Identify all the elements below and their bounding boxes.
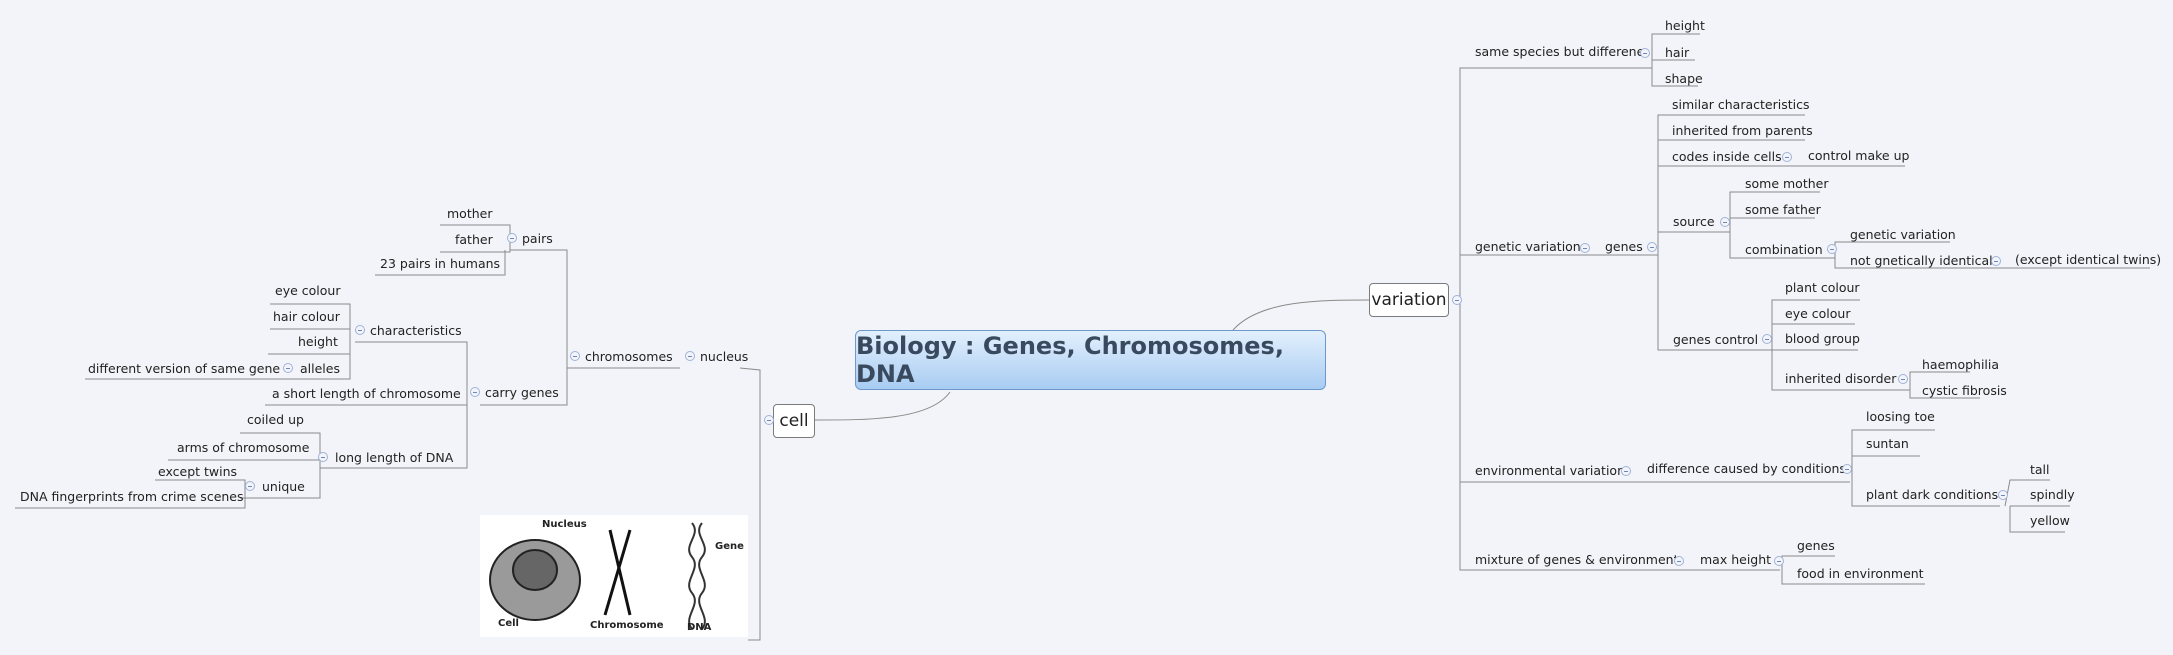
node-genes[interactable]: genes [1605, 239, 1643, 254]
node-alleles[interactable]: alleles [300, 361, 340, 376]
collapse-carry-genes-icon[interactable] [470, 387, 480, 397]
node-mixture[interactable]: mixture of genes & environment [1475, 552, 1679, 567]
node-height[interactable]: height [298, 334, 338, 349]
node-unique[interactable]: unique [262, 479, 305, 494]
illus-label-dna: DNA [687, 622, 712, 633]
node-yellow[interactable]: yellow [2030, 513, 2070, 528]
collapse-long-length-icon[interactable] [318, 452, 328, 462]
collapse-inherited-disorder-icon[interactable] [1898, 374, 1908, 384]
node-nucleus[interactable]: nucleus [700, 349, 749, 364]
illus-label-cell: Cell [498, 618, 519, 629]
node-hair[interactable]: hair [1665, 45, 1690, 60]
node-except-twins[interactable]: except twins [158, 464, 238, 479]
collapse-pairs-icon[interactable] [507, 233, 517, 243]
collapse-not-identical-icon[interactable] [1991, 256, 2001, 266]
node-genes-control[interactable]: genes control [1673, 332, 1759, 347]
node-plant-dark[interactable]: plant dark conditions [1866, 487, 1999, 502]
branch-cell[interactable]: cell [773, 404, 815, 438]
node-long-length[interactable]: long length of DNA [335, 450, 454, 465]
node-father[interactable]: father [455, 232, 493, 247]
node-genetic-variation-2[interactable]: genetic variation [1850, 227, 1956, 242]
collapse-combination-icon[interactable] [1827, 244, 1837, 254]
node-short-length[interactable]: a short length of chromosome [272, 386, 461, 401]
collapse-unique-icon[interactable] [245, 481, 255, 491]
cell-chromosome-dna-illustration: Nucleus Gene Cell Chromosome DNA [480, 515, 748, 637]
node-control-make-up[interactable]: control make up [1808, 148, 1910, 163]
node-spindly[interactable]: spindly [2030, 487, 2075, 502]
node-eye-colour[interactable]: eye colour [275, 283, 341, 298]
node-cystic[interactable]: cystic fibrosis [1922, 383, 2007, 398]
branch-variation[interactable]: variation [1369, 283, 1449, 317]
node-difference[interactable]: difference caused by conditions [1647, 461, 1846, 476]
node-carry-genes[interactable]: carry genes [485, 385, 559, 400]
collapse-genes-icon[interactable] [1647, 242, 1657, 252]
node-shape[interactable]: shape [1665, 71, 1703, 86]
collapse-genetic-variation-icon[interactable] [1580, 243, 1590, 253]
node-inherited-disorder[interactable]: inherited disorder [1785, 371, 1897, 386]
node-environmental[interactable]: environmental variation [1475, 463, 1625, 478]
collapse-max-height-icon[interactable] [1774, 556, 1784, 566]
central-topic[interactable]: Biology : Genes, Chromosomes, DNA [855, 330, 1326, 390]
node-hair-colour[interactable]: hair colour [273, 309, 340, 324]
connector-cell [814, 391, 951, 421]
node-max-height[interactable]: max height [1700, 552, 1772, 567]
collapse-alleles-icon[interactable] [283, 363, 293, 373]
node-codes[interactable]: codes inside cells [1672, 149, 1782, 164]
collapse-difference-icon[interactable] [1842, 464, 1852, 474]
node-not-identical[interactable]: not gnetically identical [1850, 253, 1993, 268]
node-height[interactable]: height [1665, 18, 1705, 33]
node-eye-colour-2[interactable]: eye colour [1785, 306, 1851, 321]
collapse-genes-control-icon[interactable] [1762, 334, 1772, 344]
node-some-mother[interactable]: some mother [1745, 176, 1829, 191]
node-characteristics[interactable]: characteristics [370, 323, 462, 338]
node-23-pairs[interactable]: 23 pairs in humans [380, 256, 501, 271]
node-blood-group[interactable]: blood group [1785, 331, 1860, 346]
collapse-variation-icon[interactable] [1452, 295, 1462, 305]
collapse-codes-icon[interactable] [1782, 152, 1792, 162]
node-some-father[interactable]: some father [1745, 202, 1821, 217]
node-plant-colour[interactable]: plant colour [1785, 280, 1860, 295]
collapse-plant-dark-icon[interactable] [1998, 490, 2008, 500]
node-similar[interactable]: similar characteristics [1672, 97, 1810, 112]
collapse-characteristics-icon[interactable] [355, 325, 365, 335]
node-haemophilia[interactable]: haemophilia [1922, 357, 2000, 372]
node-same-species[interactable]: same species but differene [1475, 44, 1645, 59]
collapse-source-icon[interactable] [1720, 217, 1730, 227]
node-different-version[interactable]: different version of same gene [88, 361, 281, 376]
node-mother[interactable]: mother [447, 206, 493, 221]
node-loosing-toe[interactable]: loosing toe [1866, 409, 1935, 424]
collapse-cell-icon[interactable] [764, 415, 774, 425]
collapse-mixture-icon[interactable] [1674, 556, 1684, 566]
node-combination[interactable]: combination [1745, 242, 1823, 257]
node-genetic-variation[interactable]: genetic variation [1475, 239, 1581, 254]
collapse-environmental-icon[interactable] [1621, 466, 1631, 476]
illus-label-nucleus: Nucleus [542, 519, 587, 530]
node-tall[interactable]: tall [2030, 462, 2050, 477]
collapse-nucleus-icon[interactable] [685, 351, 695, 361]
collapse-chromosomes-icon[interactable] [570, 351, 580, 361]
node-food[interactable]: food in environment [1797, 566, 1924, 581]
node-pairs[interactable]: pairs [522, 231, 553, 246]
node-inherited[interactable]: inherited from parents [1672, 123, 1813, 138]
node-suntan[interactable]: suntan [1866, 436, 1909, 451]
illus-label-gene: Gene [715, 541, 744, 552]
node-genes-2[interactable]: genes [1797, 538, 1835, 553]
node-fingerprints[interactable]: DNA fingerprints from crime scenes [20, 489, 244, 504]
illus-label-chromosome: Chromosome [590, 620, 664, 631]
collapse-same-species-icon[interactable] [1640, 48, 1650, 58]
node-coiled-up[interactable]: coiled up [247, 412, 304, 427]
node-source[interactable]: source [1673, 214, 1715, 229]
connector-variation [1232, 299, 1370, 331]
node-chromosomes[interactable]: chromosomes [585, 349, 673, 364]
node-arms[interactable]: arms of chromosome [177, 440, 310, 455]
node-except-identical[interactable]: (except identical twins) [2015, 252, 2162, 267]
